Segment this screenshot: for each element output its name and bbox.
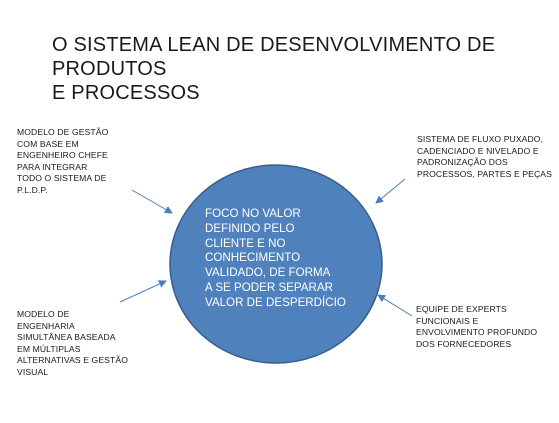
center-focus-text: FOCO NO VALOR DEFINIDO PELO CLIENTE E NO… (205, 207, 346, 309)
arrow-bottom-right (377, 294, 413, 317)
note-simultaneous-engineering: MODELO DE ENGENHARIA SIMULTÂNEA BASEADA … (17, 309, 128, 377)
note-pull-flow-system: SISTEMA DE FLUXO PUXADO, CADENCIADO E NI… (417, 134, 552, 179)
slide-title: O SISTEMA LEAN DE DESENVOLVIMENTO DE PRO… (52, 34, 496, 104)
arrow-top-right (375, 178, 406, 204)
note-expert-team: EQUIPE DE EXPERTS FUNCIONAIS E ENVOLVIME… (416, 304, 538, 349)
center-circle (169, 164, 383, 364)
arrow-bottom-left (119, 280, 167, 303)
arrow-top-left (131, 189, 173, 214)
note-engineer-chief-model: MODELO DE GESTÃO COM BASE EM ENGENHEIRO … (17, 127, 109, 195)
